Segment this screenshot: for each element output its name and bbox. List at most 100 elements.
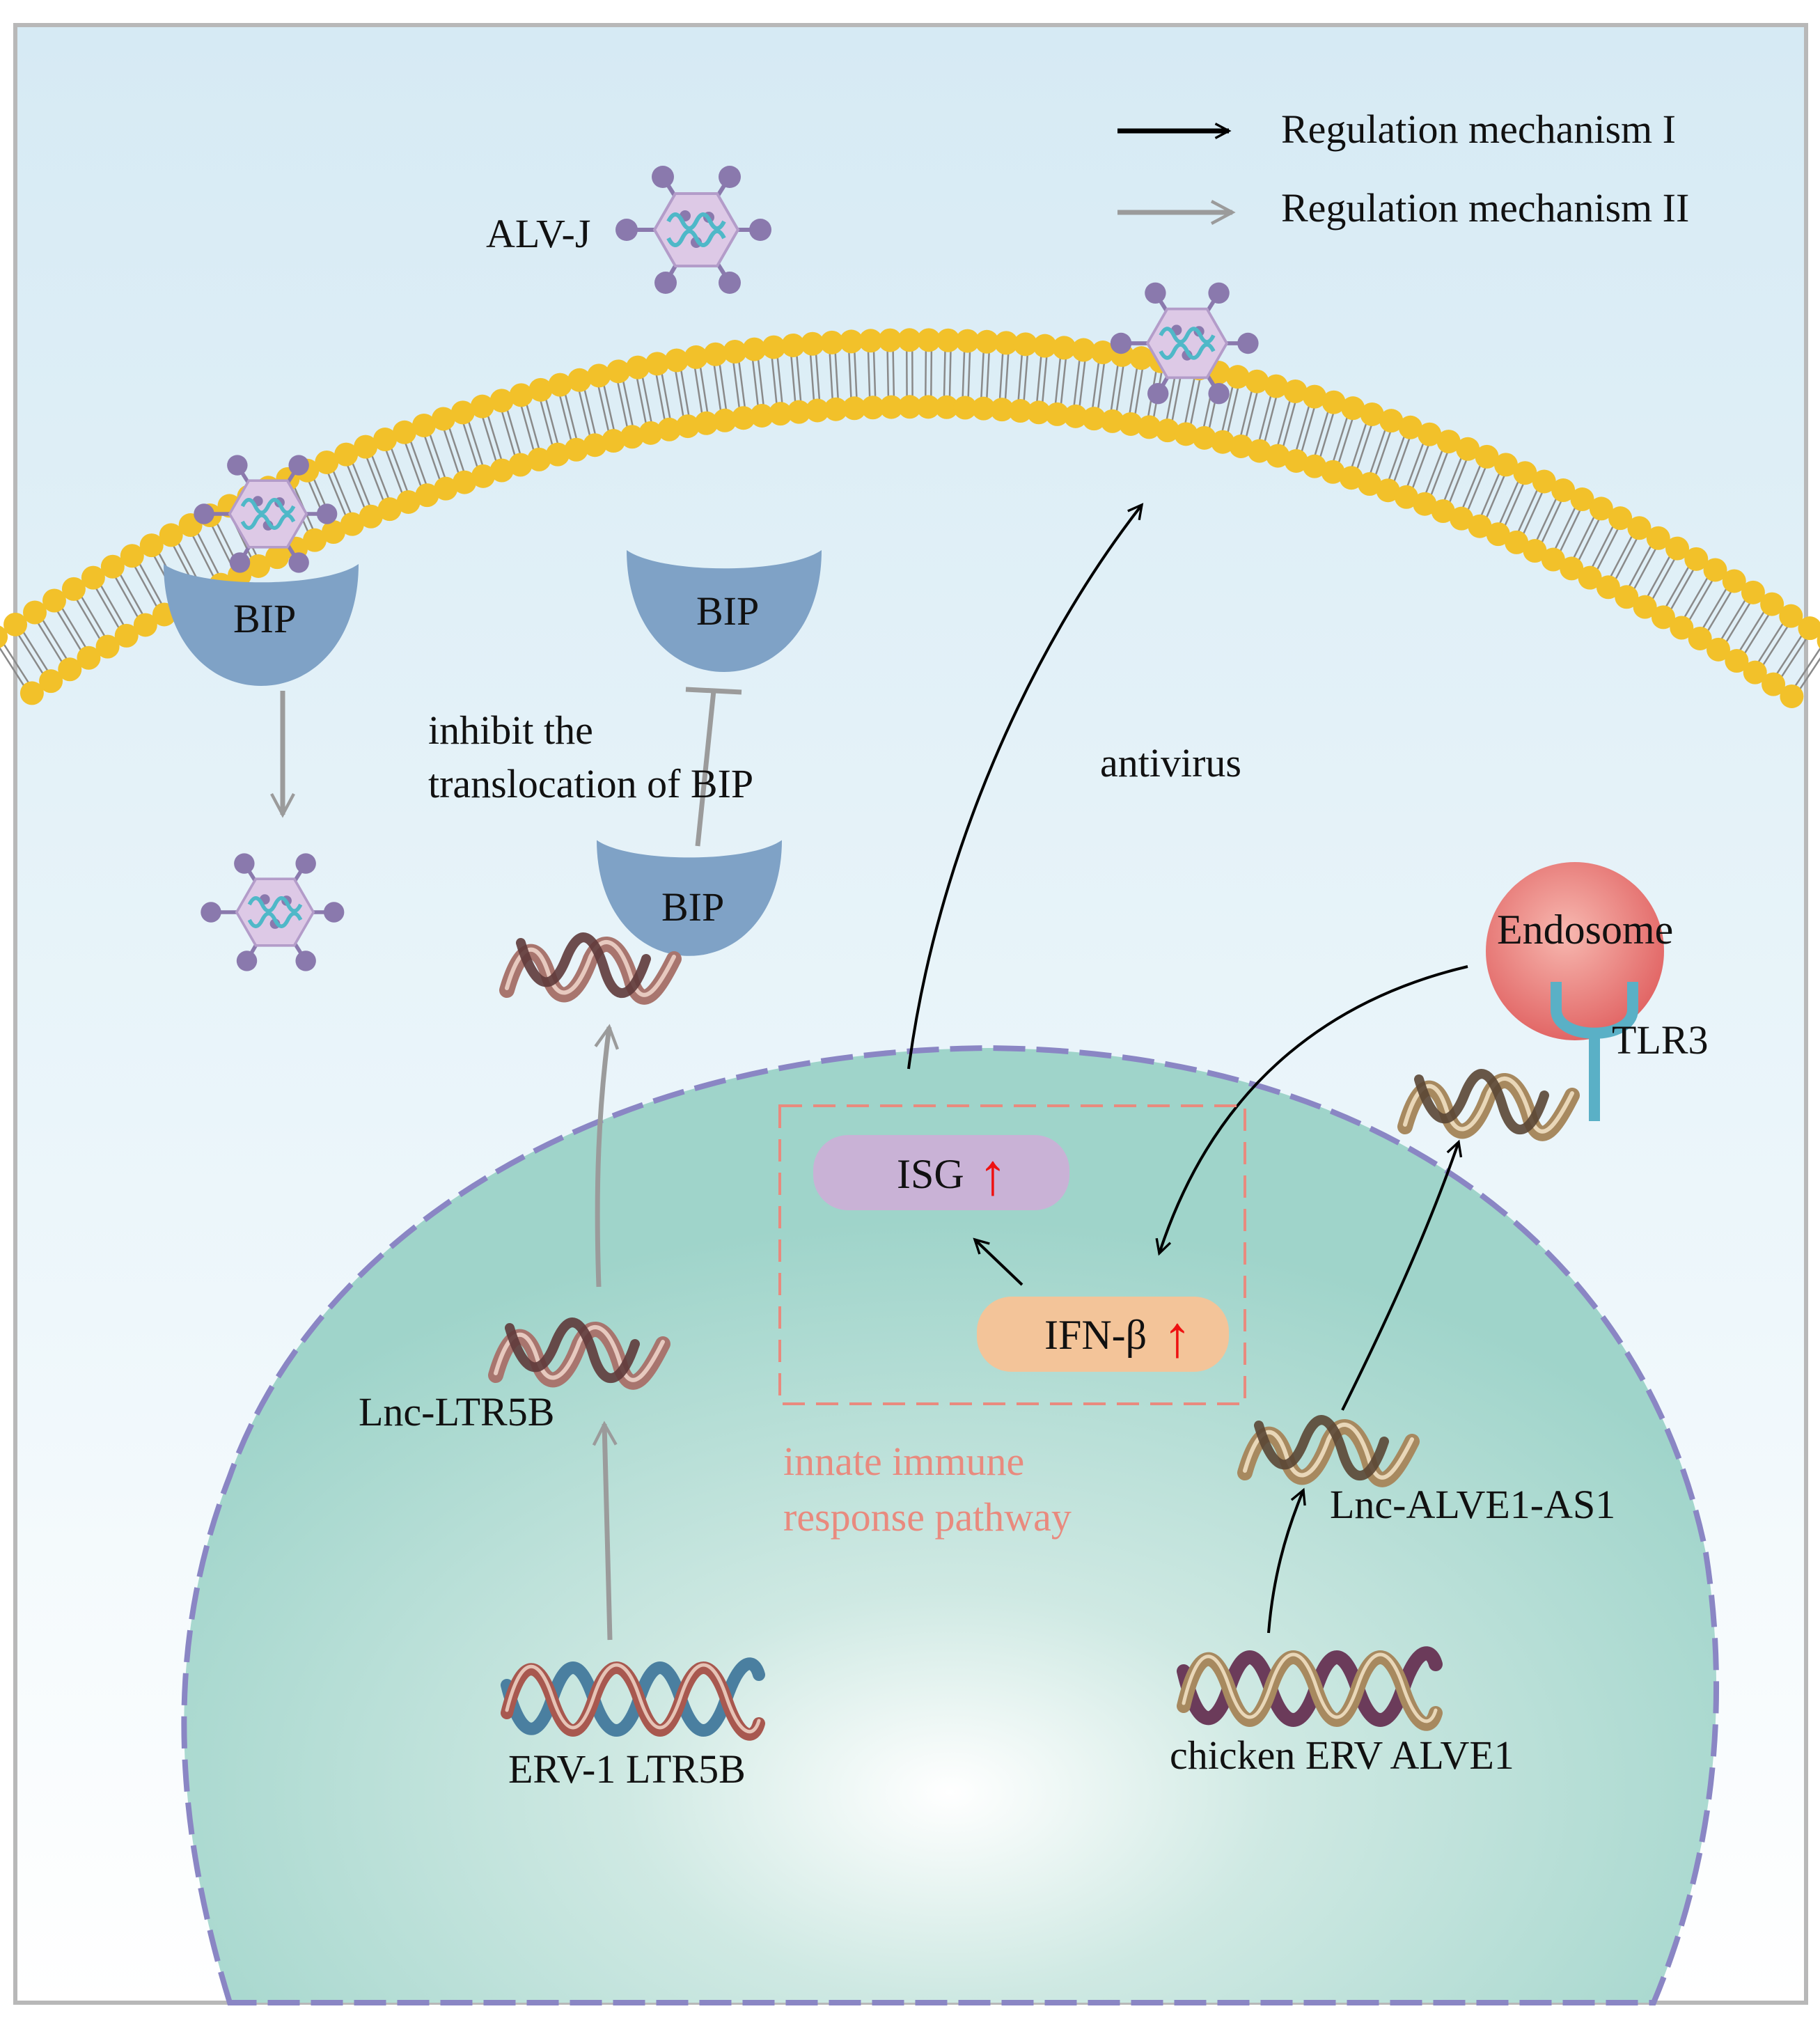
lipid-head xyxy=(1817,632,1820,649)
lipid-head xyxy=(1303,454,1327,478)
lipid-head xyxy=(1436,430,1461,454)
transcription-arrow-ltr5b xyxy=(592,1421,618,1641)
lipid-head xyxy=(1633,595,1657,619)
bip-label-right: BIP xyxy=(696,588,759,634)
lipid-head xyxy=(583,433,607,457)
lipid-head xyxy=(77,646,101,670)
lnc-alve1-as1-label: Lnc-ALVE1-AS1 xyxy=(1330,1482,1615,1527)
lipid-head xyxy=(527,447,551,471)
lipid-head xyxy=(1413,492,1437,516)
virus-label: ALV-J xyxy=(486,211,590,256)
lipid-head xyxy=(675,414,700,439)
lipid-head xyxy=(768,402,792,426)
inhibit-text-line1: inhibit the xyxy=(428,707,593,753)
lipid-head xyxy=(1513,461,1537,485)
lipid-head xyxy=(1684,547,1709,571)
lipid-head xyxy=(133,613,157,637)
lipid-head xyxy=(975,329,999,354)
nucleus xyxy=(181,1045,1720,2005)
lipid-head xyxy=(1266,444,1290,468)
lipid-head xyxy=(861,396,885,420)
lipid-head xyxy=(1670,616,1694,640)
lipid-head xyxy=(955,329,980,353)
inhibit-text-line2: translocation of BIP xyxy=(428,761,753,806)
tlr3-label: TLR3 xyxy=(1612,1017,1709,1063)
lipid-head xyxy=(114,623,139,648)
lipid-head xyxy=(453,470,477,494)
lipid-head xyxy=(602,429,626,453)
lipid-head xyxy=(415,483,439,508)
erv1-ltr5b-label: ERV-1 LTR5B xyxy=(508,1746,746,1792)
tlr3-receptor xyxy=(1551,982,1638,1121)
lipid-head xyxy=(897,395,922,419)
isg-box xyxy=(813,1135,1069,1210)
antivirus-arrow xyxy=(907,503,1144,1070)
lipid-head xyxy=(879,395,904,419)
chicken-erv-alve1-dna xyxy=(1177,1646,1443,1731)
lipid-head xyxy=(1211,430,1235,454)
lipid-head xyxy=(546,442,570,467)
lipid-head xyxy=(1798,616,1820,641)
pathway-label-line1: innate immune xyxy=(783,1439,1024,1484)
isg-label: ISG xyxy=(897,1151,964,1197)
lipid-head xyxy=(1627,516,1652,540)
endosome xyxy=(1486,862,1664,1040)
lipid-head xyxy=(620,425,644,449)
bip-label-left: BIP xyxy=(233,596,296,641)
lipid-head xyxy=(1245,369,1269,393)
lipid-head xyxy=(3,612,28,636)
lipid-head xyxy=(839,329,863,354)
lipid-head xyxy=(528,377,553,402)
lipid-head xyxy=(1646,526,1670,550)
endosome-label: Endosome xyxy=(1497,907,1673,953)
lipid-head xyxy=(431,407,455,431)
lipid-head xyxy=(1551,478,1576,503)
lipid-head xyxy=(1418,422,1442,446)
lipid-head xyxy=(120,544,144,568)
lipid-head xyxy=(1703,558,1727,582)
lipid-head xyxy=(1532,469,1556,494)
lipid-head xyxy=(1303,384,1327,409)
lipid-head xyxy=(1379,409,1404,433)
lipid-head xyxy=(1505,530,1529,554)
erv1-ltr5b-dna xyxy=(501,1657,765,1741)
lipid-head xyxy=(1760,592,1784,616)
lipid-head xyxy=(1247,439,1271,463)
lipid-head xyxy=(139,533,164,558)
lipid-head xyxy=(1570,487,1594,512)
lipid-head xyxy=(694,411,719,435)
lipid-head xyxy=(359,504,383,529)
lipid-head xyxy=(1137,415,1161,439)
lipid-head xyxy=(489,458,514,483)
lipid-head xyxy=(39,669,63,694)
export-arrow-ltr5b xyxy=(594,1024,620,1288)
lipid-head xyxy=(321,519,345,544)
lnc-ltr5b-label: Lnc-LTR5B xyxy=(359,1389,554,1434)
transcription-arrow-alve1 xyxy=(1267,1487,1306,1634)
lipid-head xyxy=(246,554,271,578)
lipid-head xyxy=(1394,485,1418,509)
lipid-head xyxy=(781,333,806,357)
lipid-head xyxy=(1762,672,1786,696)
lipid-head xyxy=(953,396,978,420)
lipid-head xyxy=(548,373,572,397)
lipid-head xyxy=(1129,346,1154,370)
lipid-head xyxy=(664,348,689,373)
lipid-head xyxy=(411,413,436,437)
lipid-head xyxy=(1665,536,1690,561)
lipid-head xyxy=(684,345,708,369)
lipid-head xyxy=(858,329,883,353)
legend: Regulation mechanism I Regulation mechan… xyxy=(1117,107,1689,230)
lipid-head xyxy=(1707,637,1731,662)
lipid-head xyxy=(1052,336,1076,360)
lipid-head xyxy=(340,512,364,536)
lipid-head xyxy=(878,328,902,352)
lipid-head xyxy=(787,400,811,424)
inhibit-line xyxy=(695,690,716,847)
lipid-head xyxy=(23,600,47,625)
lipid-head xyxy=(1431,499,1455,524)
cell-membrane xyxy=(0,328,1820,708)
lipid-head xyxy=(606,359,631,384)
lipid-head xyxy=(1225,365,1250,389)
